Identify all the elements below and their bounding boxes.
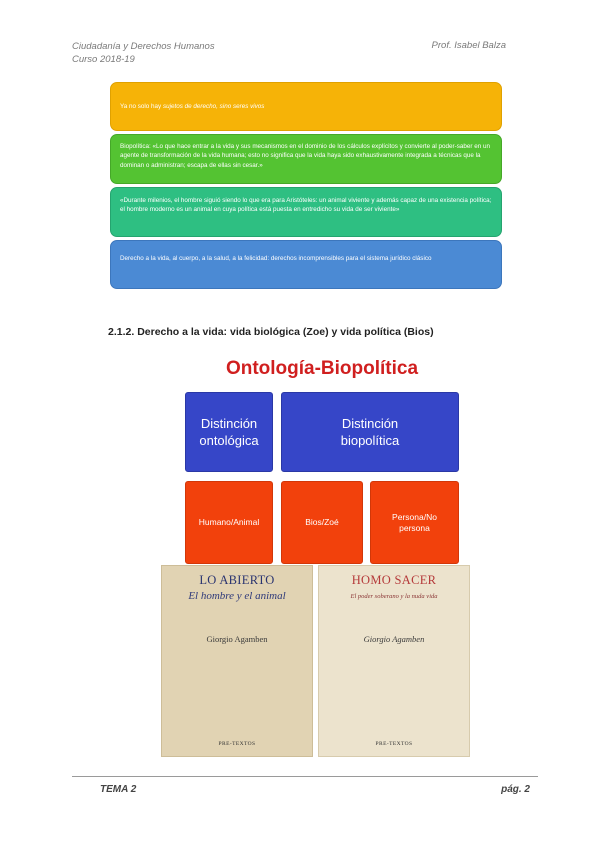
book-cover-lo-abierto: LO ABIERTO El hombre y el animal Giorgio… <box>161 565 313 757</box>
smartart-box-milenios: «Durante milenios, el hombre siguió sien… <box>110 187 502 237</box>
tile-label: Bios/Zoé <box>305 517 339 527</box>
smartart-box-sujetos: Ya no solo hay sujetos de derecho, sino … <box>110 82 502 131</box>
footer-divider <box>72 776 538 777</box>
book-author: Giorgio Agamben <box>363 634 425 644</box>
section-heading: 2.1.2. Derecho a la vida: vida biológica… <box>108 326 434 338</box>
book-publisher: PRE-TEXTOS <box>218 741 256 747</box>
box-text-prefix: Ya no solo hay <box>120 103 163 110</box>
footer-topic: TEMA 2 <box>100 784 137 795</box>
book-publisher: PRE-TEXTOS <box>375 741 413 747</box>
smartart-box-biopolitica: Biopolítica: «Lo que hace entrar a la vi… <box>110 134 502 184</box>
box-text-italic: sujetos de derecho, sino seres vivos <box>162 103 265 110</box>
course-year: Curso 2018-19 <box>72 54 135 65</box>
page-header-left: Ciudadanía y Derechos Humanos Curso 2018… <box>72 40 215 66</box>
tile-persona-no-persona: Persona/No persona <box>370 481 459 564</box>
book-author: Giorgio Agamben <box>206 634 268 644</box>
tile-label: Humano/Animal <box>198 517 260 527</box>
book-subtitle: El poder soberano y la nuda vida <box>350 593 438 600</box>
footer-page-number: pág. 2 <box>501 784 530 795</box>
tile-label: Persona/No persona <box>392 511 437 533</box>
book-title: LO ABIERTO <box>199 573 275 587</box>
box-text: Biopolítica: «Lo que hace entrar a la vi… <box>120 143 490 169</box>
course-title: Ciudadanía y Derechos Humanos <box>72 41 215 52</box>
book-cover-homo-sacer: HOMO SACER El poder soberano y la nuda v… <box>318 565 470 757</box>
tile-label: Distinción biopolítica <box>340 416 400 448</box>
tile-distincion-biopolitica: Distinción biopolítica <box>281 392 459 472</box>
diagram-title: Ontología-Biopolítica <box>225 358 419 379</box>
box-text: «Durante milenios, el hombre siguió sien… <box>120 197 492 214</box>
tile-label: Distinción ontológica <box>199 416 259 448</box>
tile-humano-animal: Humano/Animal <box>185 481 273 564</box>
book-title: HOMO SACER <box>351 573 437 587</box>
book-subtitle: El hombre y el animal <box>188 590 286 602</box>
tile-bios-zoe: Bios/Zoé <box>281 481 363 564</box>
smartart-box-derechos: Derecho a la vida, al cuerpo, a la salud… <box>110 240 502 289</box>
tile-distincion-ontologica: Distinción ontológica <box>185 392 273 472</box>
header-author: Prof. Isabel Balza <box>431 40 506 51</box>
box-text: Derecho a la vida, al cuerpo, a la salud… <box>120 255 432 262</box>
